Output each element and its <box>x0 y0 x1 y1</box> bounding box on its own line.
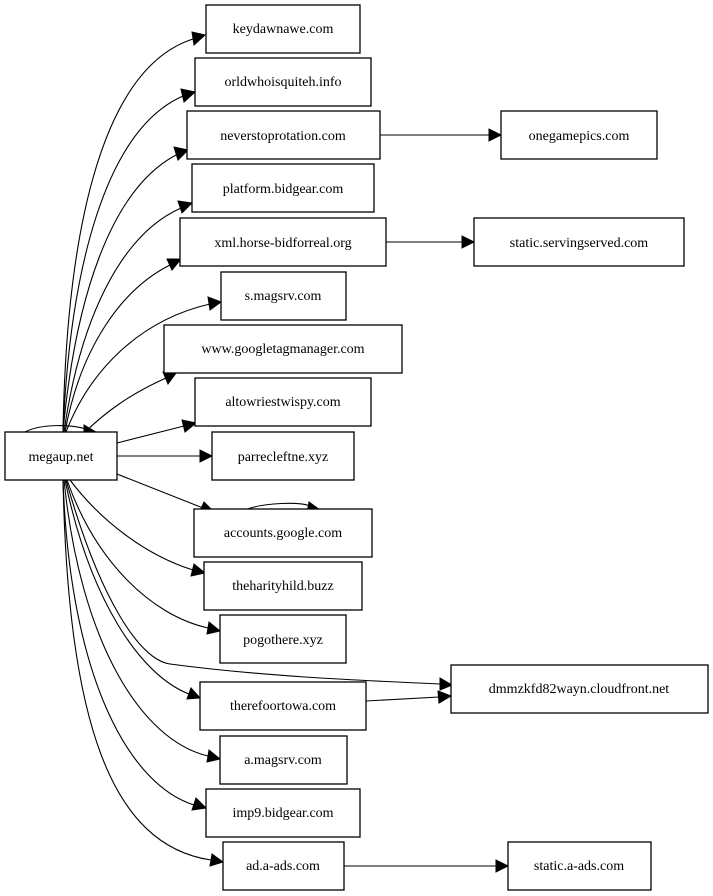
node-orldwhoisquiteh[interactable]: orldwhoisquiteh.info <box>194 57 372 107</box>
node-label: therefoortowa.com <box>230 699 336 714</box>
edge-neverstoprotation-to-onegamepics <box>380 128 503 142</box>
node-label: static.a-ads.com <box>534 859 624 874</box>
node-label: orldwhoisquiteh.info <box>224 75 341 90</box>
node-label: static.servingserved.com <box>510 236 649 251</box>
edge-megaup-to-therefoortowa <box>64 479 202 700</box>
node-label: dmmzkfd82wayn.cloudfront.net <box>489 682 670 697</box>
node-label: altowriestwispy.com <box>225 395 340 410</box>
node-neverstoprotation[interactable]: neverstoprotation.com <box>186 110 381 160</box>
edge-megaup-to-keydawnawe <box>62 31 207 433</box>
node-keydawnawe[interactable]: keydawnawe.com <box>205 4 361 54</box>
edge-megaup-to-s-magsrv <box>65 296 223 433</box>
edge-xml-horse-to-static-servingserved <box>386 235 476 249</box>
edge-megaup-to-ad-a-ads <box>62 479 225 867</box>
node-label: megaup.net <box>29 450 94 465</box>
node-label: neverstoprotation.com <box>220 129 346 144</box>
node-label: xml.horse-bidforreal.org <box>214 236 351 251</box>
node-s-magsrv[interactable]: s.magsrv.com <box>220 271 347 321</box>
node-label: theharityhild.buzz <box>232 579 333 594</box>
edge-megaup-to-altowriestwispy <box>116 419 198 444</box>
node-label: keydawnawe.com <box>233 22 334 37</box>
edge-megaup-to-xml-horse <box>64 258 183 433</box>
node-ad-a-ads[interactable]: ad.a-ads.com <box>222 841 345 891</box>
node-label: ad.a-ads.com <box>246 859 320 874</box>
node-a-magsrv[interactable]: a.magsrv.com <box>219 735 348 785</box>
edge-therefoortowa-to-dmmzkfd82wayn <box>365 690 453 704</box>
node-label: www.googletagmanager.com <box>201 342 364 357</box>
edge-megaup-to-pogothere <box>66 479 222 635</box>
edge-megaup-to-theharityhild <box>69 479 207 577</box>
node-parrecleftne[interactable]: parrecleftne.xyz <box>211 431 355 481</box>
node-imp9-bidgear[interactable]: imp9.bidgear.com <box>205 788 361 838</box>
node-label: onegamepics.com <box>529 129 630 144</box>
edge-megaup-to-dmmzkfd82wayn <box>65 479 454 691</box>
node-static-servingserved[interactable]: static.servingserved.com <box>473 217 685 267</box>
edge-ad-a-ads-to-static-a-ads <box>344 859 510 873</box>
node-therefoortowa[interactable]: therefoortowa.com <box>199 681 367 731</box>
node-altowriestwispy[interactable]: altowriestwispy.com <box>194 377 372 427</box>
node-megaup[interactable]: megaup.net <box>4 431 118 481</box>
node-platform-bidgear[interactable]: platform.bidgear.com <box>191 163 375 213</box>
node-pogothere[interactable]: pogothere.xyz <box>219 614 347 664</box>
node-theharityhild[interactable]: theharityhild.buzz <box>203 561 363 611</box>
node-label: pogothere.xyz <box>243 633 323 648</box>
edge-megaup-to-googletagmanager <box>84 371 177 433</box>
node-label: accounts.google.com <box>224 526 342 541</box>
nodes-layer: megaup.net keydawnawe.com orldwhoisquite… <box>4 4 709 891</box>
edge-megaup-to-platform-bidgear <box>63 200 194 433</box>
edge-megaup-to-parrecleftne <box>117 449 214 463</box>
node-label: parrecleftne.xyz <box>238 450 329 465</box>
node-googletagmanager[interactable]: www.googletagmanager.com <box>163 324 403 374</box>
node-label: platform.bidgear.com <box>223 182 344 197</box>
edge-megaup-to-orldwhoisquiteh <box>62 88 197 433</box>
edge-megaup-to-a-magsrv <box>63 479 222 763</box>
node-label: s.magsrv.com <box>245 289 322 304</box>
node-accounts-google[interactable]: accounts.google.com <box>193 508 373 558</box>
node-dmmzkfd82wayn[interactable]: dmmzkfd82wayn.cloudfront.net <box>450 664 709 714</box>
node-xml-horse[interactable]: xml.horse-bidforreal.org <box>179 217 387 267</box>
node-onegamepics[interactable]: onegamepics.com <box>500 110 658 160</box>
node-label: a.magsrv.com <box>244 753 322 768</box>
edge-megaup-to-neverstoprotation <box>62 146 190 433</box>
edge-megaup-to-accounts-google <box>116 473 216 514</box>
node-label: imp9.bidgear.com <box>232 806 333 821</box>
edges-layer <box>24 31 510 873</box>
edge-megaup-to-imp9-bidgear <box>62 479 208 811</box>
node-static-a-ads[interactable]: static.a-ads.com <box>507 841 652 891</box>
